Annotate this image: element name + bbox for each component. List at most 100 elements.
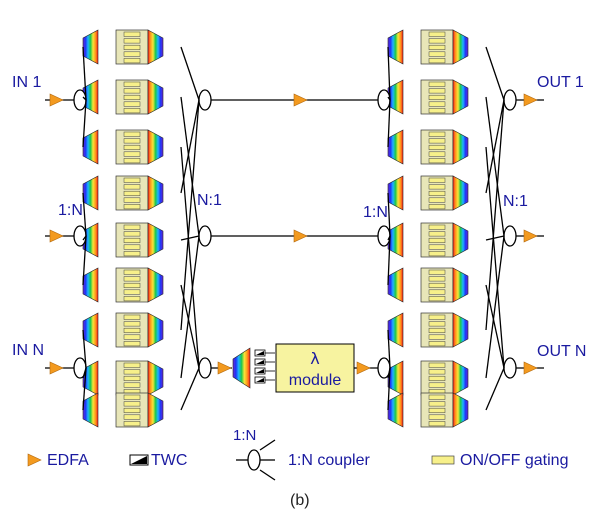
on-off-gate — [123, 407, 141, 413]
fiber-crossover — [180, 367, 200, 411]
on-off-gate — [123, 131, 141, 137]
edfa-post-module — [356, 361, 371, 375]
legend-coupler-line — [259, 439, 276, 451]
input-splitter — [73, 89, 87, 111]
legend-edfa-label: EDFA — [47, 452, 89, 469]
on-off-gate — [123, 177, 141, 183]
input-splitter — [73, 225, 87, 247]
on-off-gate — [123, 158, 141, 164]
wavelength-demux — [82, 312, 99, 348]
edfa-mid-1 — [293, 93, 308, 107]
wavelength-demux — [387, 267, 404, 303]
on-off-gate — [123, 237, 141, 243]
on-off-gate — [123, 108, 141, 114]
edfa-amplifier — [49, 229, 64, 243]
on-off-gate — [428, 131, 446, 137]
wavelength-mux — [452, 129, 469, 165]
on-off-gate — [123, 138, 141, 144]
wavelength-mux — [147, 175, 164, 211]
twc-icon — [256, 351, 264, 355]
wavelength-mux — [147, 267, 164, 303]
edfa-output — [523, 93, 538, 107]
on-off-gate — [428, 44, 446, 50]
label-combine-right: N:1 — [503, 193, 528, 210]
fiber-line — [82, 46, 87, 101]
on-off-gate — [428, 296, 446, 302]
on-off-gate — [428, 269, 446, 275]
wavelength-mux — [452, 360, 469, 396]
on-off-gate — [123, 58, 141, 64]
fiber-line — [82, 235, 87, 286]
on-off-gate — [428, 101, 446, 107]
on-off-gate — [123, 341, 141, 347]
fiber-crossover — [180, 146, 200, 369]
right-combiner — [503, 357, 517, 379]
wavelength-demux — [387, 129, 404, 165]
label-out-1: OUT 1 — [537, 74, 584, 91]
on-off-gate — [428, 151, 446, 157]
legend-coupler-icon — [247, 449, 261, 471]
wavelength-mux — [452, 29, 469, 65]
edfa-output — [523, 229, 538, 243]
wavelength-demux — [82, 29, 99, 65]
fiber-line — [82, 367, 87, 411]
edfa-amplifier — [49, 361, 64, 375]
wavelength-mux — [452, 222, 469, 258]
on-off-gate — [123, 282, 141, 288]
legend-gating-label: ON/OFF gating — [460, 452, 569, 469]
on-off-gate — [123, 289, 141, 295]
wavelength-mux — [147, 360, 164, 396]
wavelength-demux — [387, 392, 404, 428]
lambda-symbol: λ — [310, 349, 319, 368]
right-combiner — [503, 225, 517, 247]
edfa-amplifier — [49, 93, 64, 107]
wavelength-mux — [147, 79, 164, 115]
twc-icon — [256, 369, 264, 373]
on-off-gate — [123, 197, 141, 203]
figure-caption: (b) — [290, 492, 310, 509]
edfa-mid-2 — [293, 229, 308, 243]
wavelength-mux — [452, 392, 469, 428]
on-off-gate — [428, 144, 446, 150]
on-off-gate — [123, 184, 141, 190]
on-off-gate — [123, 231, 141, 237]
fiber-crossover — [485, 146, 505, 369]
on-off-gate — [123, 394, 141, 400]
on-off-gate — [428, 231, 446, 237]
on-off-gate — [123, 327, 141, 333]
on-off-gate — [428, 334, 446, 340]
legend-edfa-icon — [27, 453, 42, 467]
wavelength-mux — [147, 392, 164, 428]
label-in-n: IN N — [12, 342, 44, 359]
on-off-gate — [428, 184, 446, 190]
wavelength-mux — [147, 129, 164, 165]
on-off-gate — [428, 204, 446, 210]
fiber-line — [387, 46, 391, 101]
fiber-line — [387, 96, 391, 101]
fiber-line — [387, 367, 391, 411]
fiber-line — [387, 99, 391, 148]
on-off-gate — [428, 289, 446, 295]
on-off-gate — [428, 382, 446, 388]
on-off-gate — [123, 375, 141, 381]
wavelength-demux — [82, 267, 99, 303]
on-off-gate — [123, 81, 141, 87]
on-off-gate — [123, 190, 141, 196]
on-off-gate — [428, 190, 446, 196]
on-off-gate — [123, 51, 141, 57]
label-in-1: IN 1 — [12, 74, 42, 91]
on-off-gate — [123, 382, 141, 388]
on-off-gate — [428, 237, 446, 243]
on-off-gate — [123, 31, 141, 37]
wavelength-mux — [452, 79, 469, 115]
on-off-gate — [428, 158, 446, 164]
on-off-gate — [428, 197, 446, 203]
on-off-gate — [123, 101, 141, 107]
on-off-gate — [123, 276, 141, 282]
fiber-line — [387, 329, 391, 369]
fiber-line — [82, 192, 87, 237]
fiber-crossover — [485, 99, 505, 331]
on-off-gate — [428, 38, 446, 44]
on-off-gate — [428, 138, 446, 144]
